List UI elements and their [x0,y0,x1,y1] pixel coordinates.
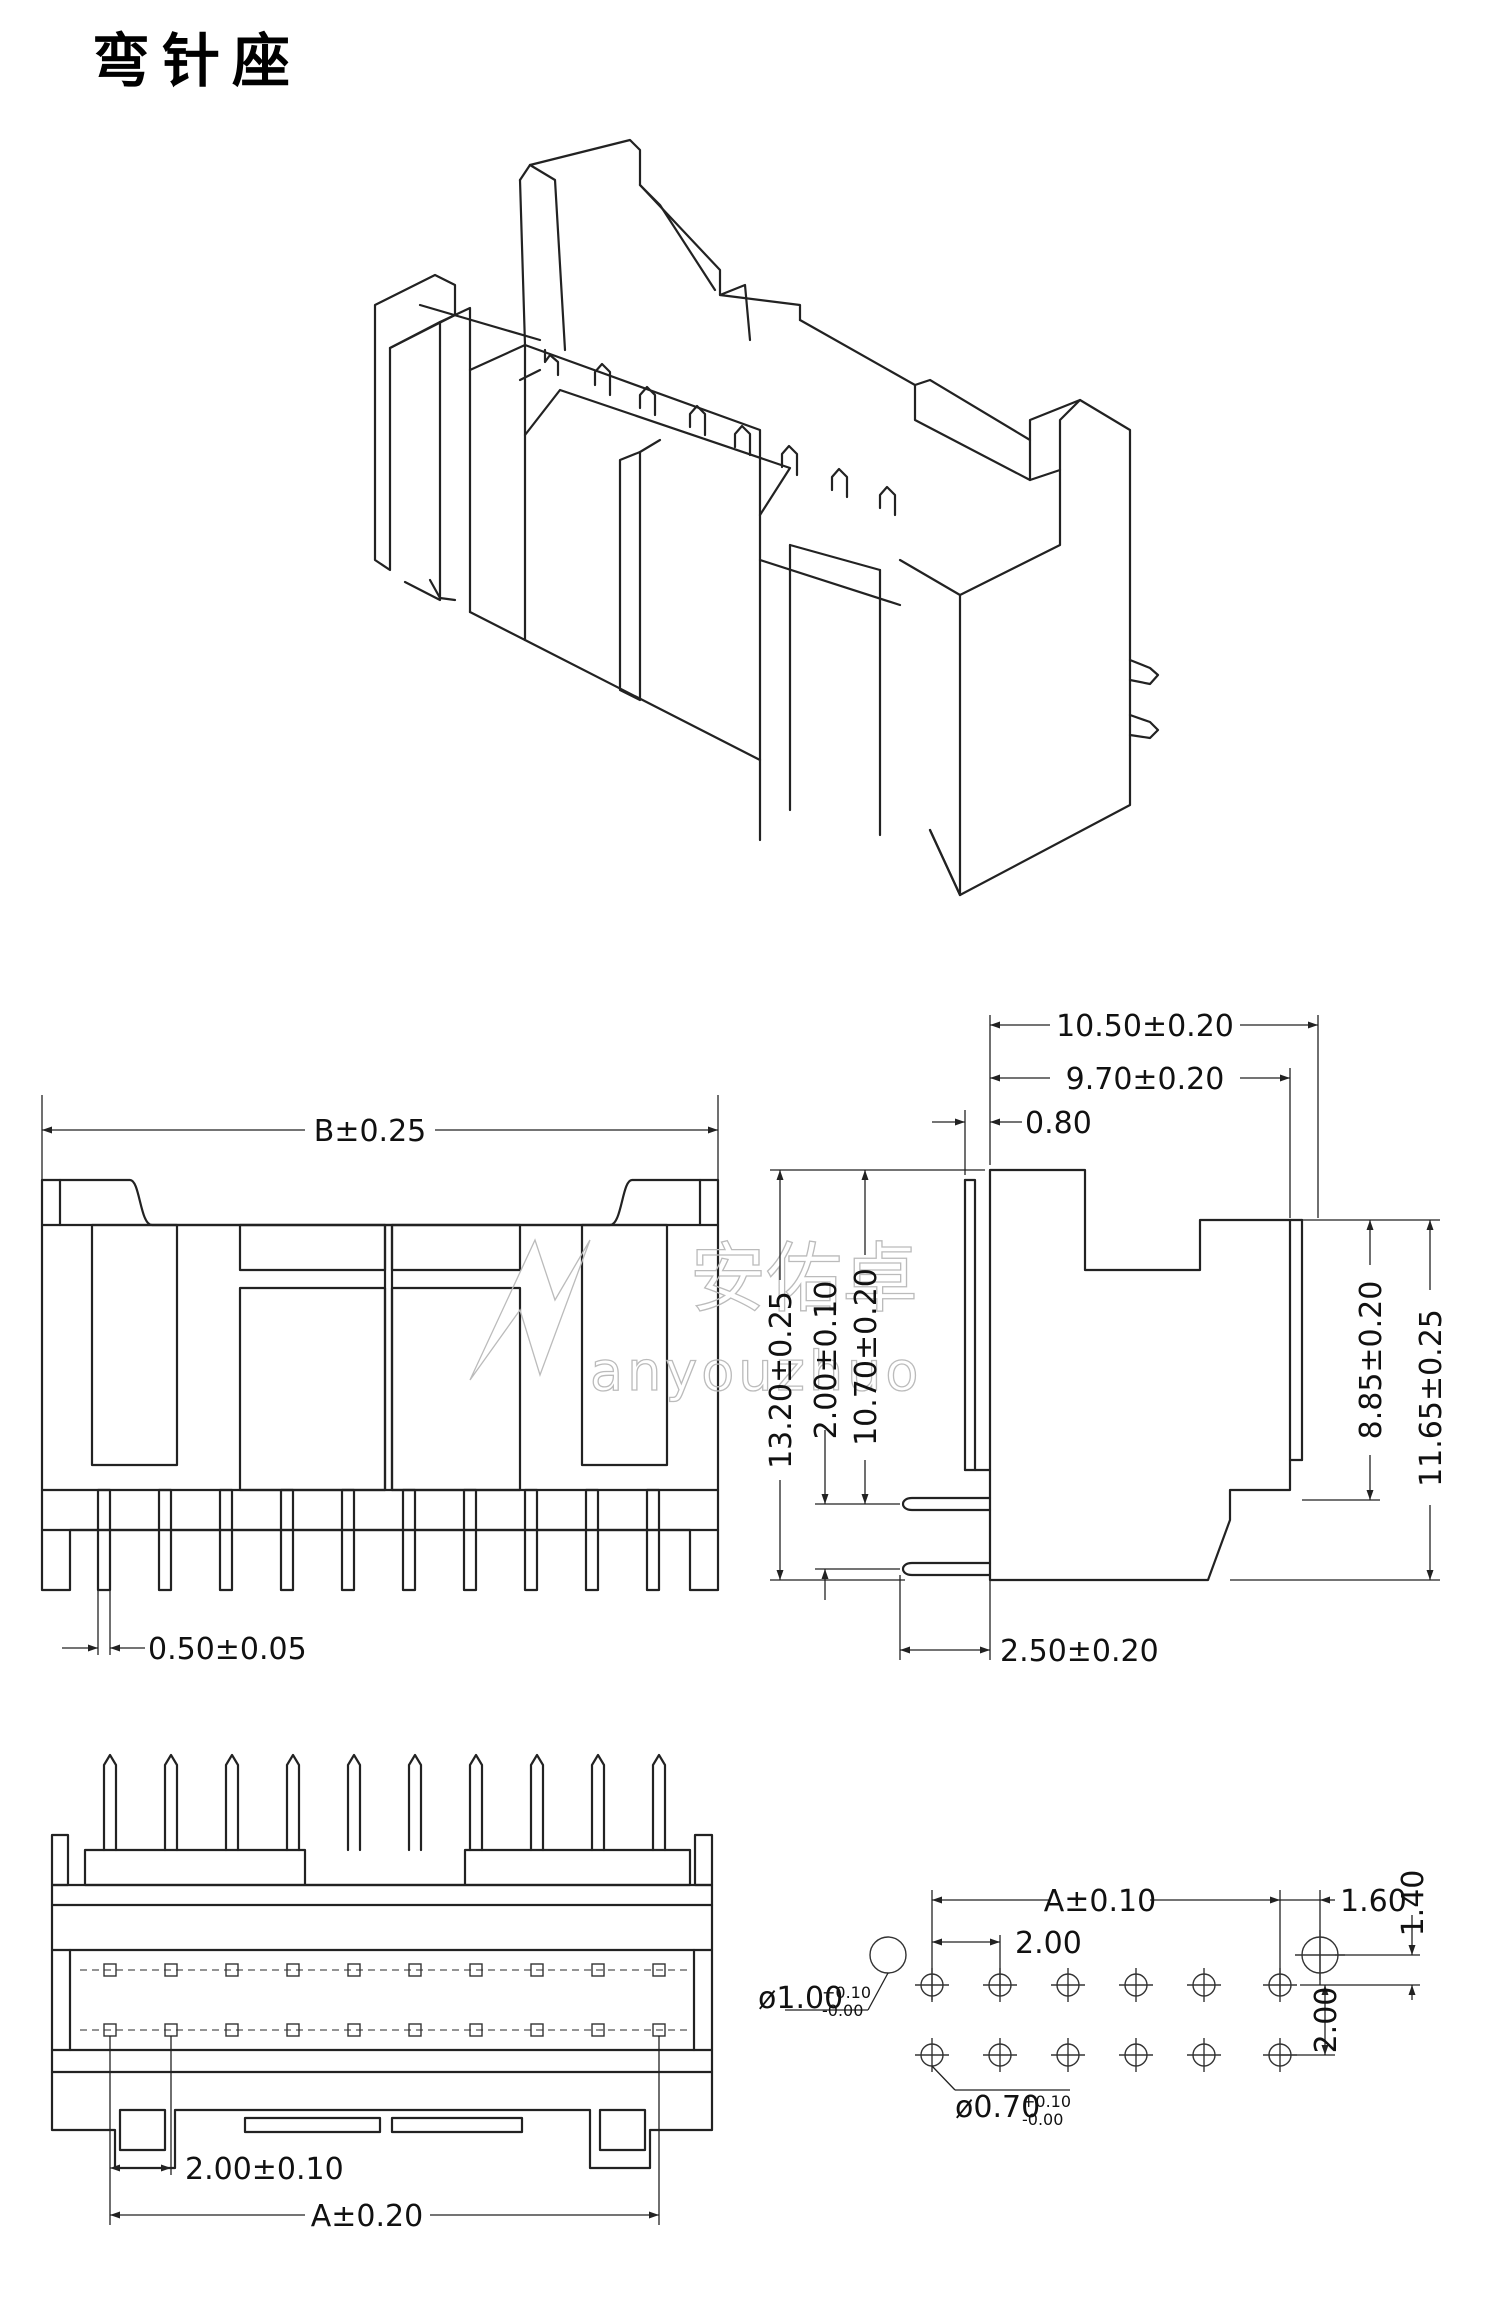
svg-text:-0.00: -0.00 [1022,2110,1063,2129]
pcb-layout: A±0.10 1.60 2.00 1.40 2.00 ø1.00 +0.10 -… [758,1870,1431,2129]
bottom-view-pads [103,1963,666,2037]
isometric-view [373,138,1160,897]
drawing-title: 弯针座 [92,27,303,95]
dim-b: B±0.25 [314,1114,427,1149]
dim-2-00-vertical: 2.00±0.10 [809,1281,844,1440]
hole-small-label: ø0.70 [955,2090,1040,2125]
pcb-holes [915,1968,1297,2072]
dim-a-020: A±0.20 [311,2199,423,2234]
bottom-view-pins [102,1753,667,1852]
front-view: B±0.25 [40,1095,720,1667]
dim-2-00-vertical-pcb: 2.00 [1309,1987,1344,2054]
hole-large-label: ø1.00 [758,1981,843,2016]
bottom-view: 2.00±0.10 A±0.20 [50,1753,714,2234]
dim-2-00-horizontal: 2.00 [1015,1926,1082,1961]
watermark-logo: 安佑卓 anyouzhuo [469,1233,922,1404]
dim-13-20: 13.20±0.25 [764,1291,799,1469]
dim-a-010: A±0.10 [1044,1884,1156,1919]
side-view: 10.50±0.20 9.70±0.20 0.80 13.20±0.25 10.… [764,1009,1449,1669]
dim-0-80: 0.80 [1025,1106,1092,1141]
front-pins [96,1488,661,1592]
svg-text:-0.00: -0.00 [822,2001,863,2020]
iso-pins [543,348,897,517]
dim-pin-width: 0.50±0.05 [148,1632,307,1667]
dim-10-70: 10.70±0.20 [849,1268,884,1446]
dim-pitch: 2.00±0.10 [185,2152,344,2187]
svg-text:安佑卓: 安佑卓 [690,1234,918,1323]
svg-text:+0.10: +0.10 [1022,2092,1071,2111]
svg-text:+0.10: +0.10 [822,1983,871,2002]
dim-9-70: 9.70±0.20 [1066,1062,1225,1097]
svg-text:anyouzhuo: anyouzhuo [590,1340,922,1403]
dim-11-65: 11.65±0.25 [1414,1309,1449,1487]
dim-10-50: 10.50±0.20 [1056,1009,1234,1044]
dim-8-85: 8.85±0.20 [1354,1281,1389,1440]
dim-1-40: 1.40 [1396,1870,1431,1937]
dim-2-50: 2.50±0.20 [1000,1634,1159,1669]
dim-1-60: 1.60 [1340,1884,1407,1919]
